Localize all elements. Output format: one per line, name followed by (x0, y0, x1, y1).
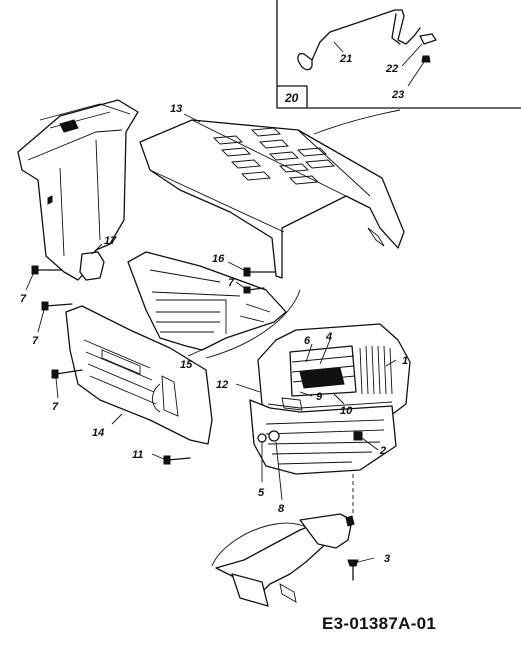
callout-11: 11 (132, 449, 143, 461)
callout-12: 12 (216, 379, 228, 391)
inset-label-box (276, 85, 308, 109)
callout-labels: 17 7 7 7 7 16 13 14 11 15 12 6 4 1 9 10 … (20, 53, 408, 565)
bolt-part (347, 559, 359, 581)
inset-detail: 20 (276, 0, 521, 109)
clip-part (419, 33, 437, 45)
callout-9: 9 (316, 391, 323, 403)
callout-6: 6 (304, 335, 311, 347)
inner-panel (127, 251, 287, 351)
front-grille-assembly (249, 323, 411, 475)
callout-23: 23 (391, 89, 404, 101)
callout-3: 3 (384, 553, 390, 565)
washer-part (257, 433, 267, 443)
callout-17: 17 (104, 235, 117, 247)
side-skirt (65, 305, 213, 445)
hood-shell (139, 119, 405, 279)
support-rod (297, 9, 421, 65)
side-skirt-shell (65, 305, 213, 445)
dash-panel (17, 99, 139, 281)
leader-lines (25, 113, 397, 563)
nut-part (421, 55, 431, 63)
callout-10: 10 (340, 405, 353, 417)
callout-1: 1 (402, 355, 408, 367)
callout-7-middle: 7 (32, 335, 39, 347)
lower-frame (211, 513, 355, 607)
washer-part-2 (268, 430, 280, 442)
front-skirt (249, 399, 397, 475)
grille-dark-insert (299, 367, 345, 389)
bracket-part (79, 251, 105, 281)
drawing-code-label: E3-01387A-01 (322, 614, 437, 633)
callout-22: 22 (385, 63, 398, 75)
inset-label: 20 (284, 91, 299, 105)
hardware (31, 265, 363, 514)
callout-21: 21 (339, 53, 352, 65)
inner-panel-shell (127, 251, 287, 351)
callout-16: 16 (212, 253, 225, 265)
callout-7-hood: 7 (228, 277, 235, 289)
callout-14: 14 (92, 427, 104, 439)
callout-8: 8 (278, 503, 285, 515)
callout-5: 5 (258, 487, 265, 499)
hood-assembly (139, 119, 405, 279)
callout-7-lower: 7 (52, 401, 59, 413)
callout-13: 13 (170, 103, 182, 115)
callout-7-upper: 7 (20, 293, 27, 305)
callout-4: 4 (325, 331, 332, 343)
callout-15: 15 (180, 359, 193, 371)
hood-vents (213, 127, 335, 185)
callout-2: 2 (379, 445, 386, 457)
